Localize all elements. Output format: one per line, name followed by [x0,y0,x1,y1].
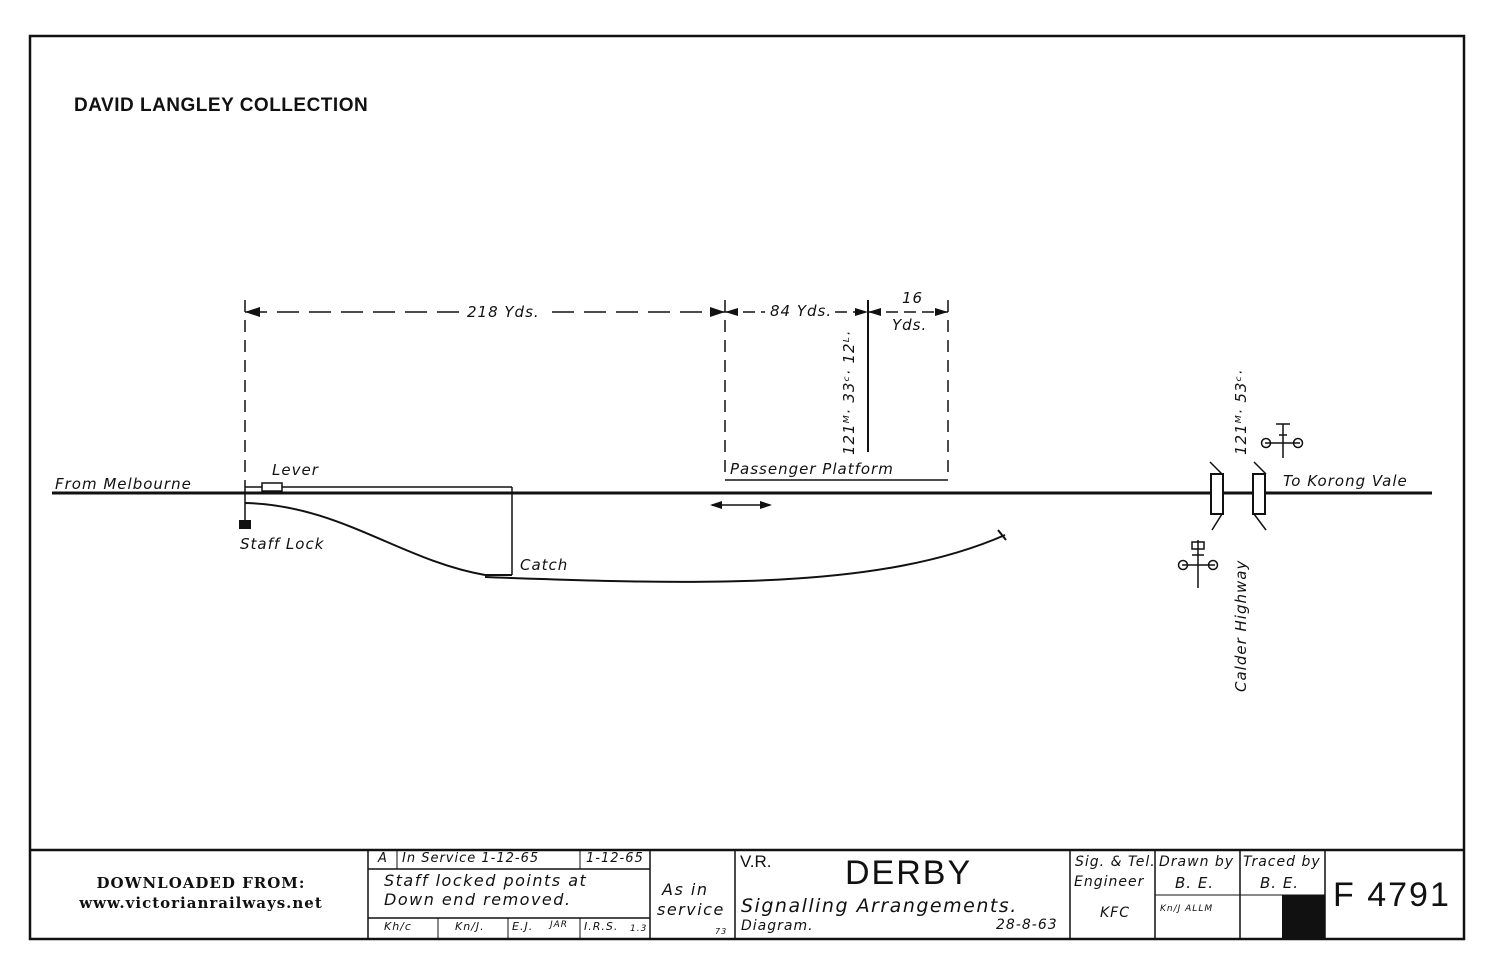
siding-buffer-stop [997,529,1007,541]
service-note: 73 [715,927,728,936]
engineer-signature: KFC [1100,905,1131,921]
crossing-signal-west [1177,540,1219,588]
amendment-note-1: Staff locked points at [384,871,588,890]
catch-label: Catch [520,556,569,574]
drawn-by-label: Drawn by [1159,854,1235,870]
gate-west [1210,473,1224,515]
staff-lock-symbol [239,520,251,529]
amendment-letter: A [378,851,388,866]
service-label: service [657,900,725,919]
diagram-label: Diagram. [741,918,814,934]
siding-curve-east [484,534,1006,583]
to-label: To Korong Vale [1283,472,1408,490]
dimension-16-value: 16 [902,289,924,307]
signature-5: I.R.S. [584,920,619,933]
platform-label: Passenger Platform [730,460,894,478]
from-label: From Melbourne [55,475,192,493]
traced-black-box [1282,895,1325,939]
as-in-label: As in [662,880,709,899]
drawn-by-signature: Kn/J ALLM [1160,904,1214,914]
signature-6: 1.3 [630,924,648,934]
drawing-number: F 4791 [1333,876,1451,914]
downloaded-from-label: DOWNLOADED FROM: [96,874,306,892]
vr-label: V.R. [740,852,772,871]
siding-curve-west [244,502,486,576]
drawing-border [28,34,1466,941]
traced-by-label: Traced by [1243,854,1321,870]
downloaded-url[interactable]: www.victorianrailways.net [79,894,323,912]
dimension-84: 84 Yds. [770,302,833,320]
lever-label: Lever [272,461,319,479]
title-block-grid [30,848,1464,939]
station-name: DERBY [845,854,973,892]
platform-mileage: 121ᴹ· 33ᶜ· 12ᴸ· [840,330,858,455]
diagram-date: 28-8-63 [996,917,1058,933]
drawn-by-value: B. E. [1175,874,1215,892]
amendment-date: 1-12-65 [586,851,644,866]
highway-label: Calder Highway [1232,559,1250,692]
crossing-signal-east [1260,423,1304,458]
collection-title: DAVID LANGLEY COLLECTION [74,95,369,116]
dimension-16-unit: Yds. [892,316,928,334]
diagram-subtitle: Signalling Arrangements. [741,895,1018,917]
crossing-mileage: 121ᴹ· 53ᶜ· [1232,369,1250,455]
amendment-note-2: Down end removed. [384,890,572,909]
engineer-label-2: Engineer [1074,874,1145,890]
amendment-text: In Service 1-12-65 [402,851,540,866]
engineer-label-1: Sig. & Tel. [1075,854,1156,870]
gate-east [1252,473,1266,515]
signature-4: JAR [550,920,569,930]
lever-symbol [261,482,283,492]
signature-1: Kh/c [384,920,412,933]
traced-by-value: B. E. [1260,874,1300,892]
staff-lock-label: Staff Lock [240,535,325,553]
dimension-218: 218 Yds. [467,303,540,321]
signature-3: E.J. [512,920,534,933]
signature-2: Kn/J. [455,920,485,933]
